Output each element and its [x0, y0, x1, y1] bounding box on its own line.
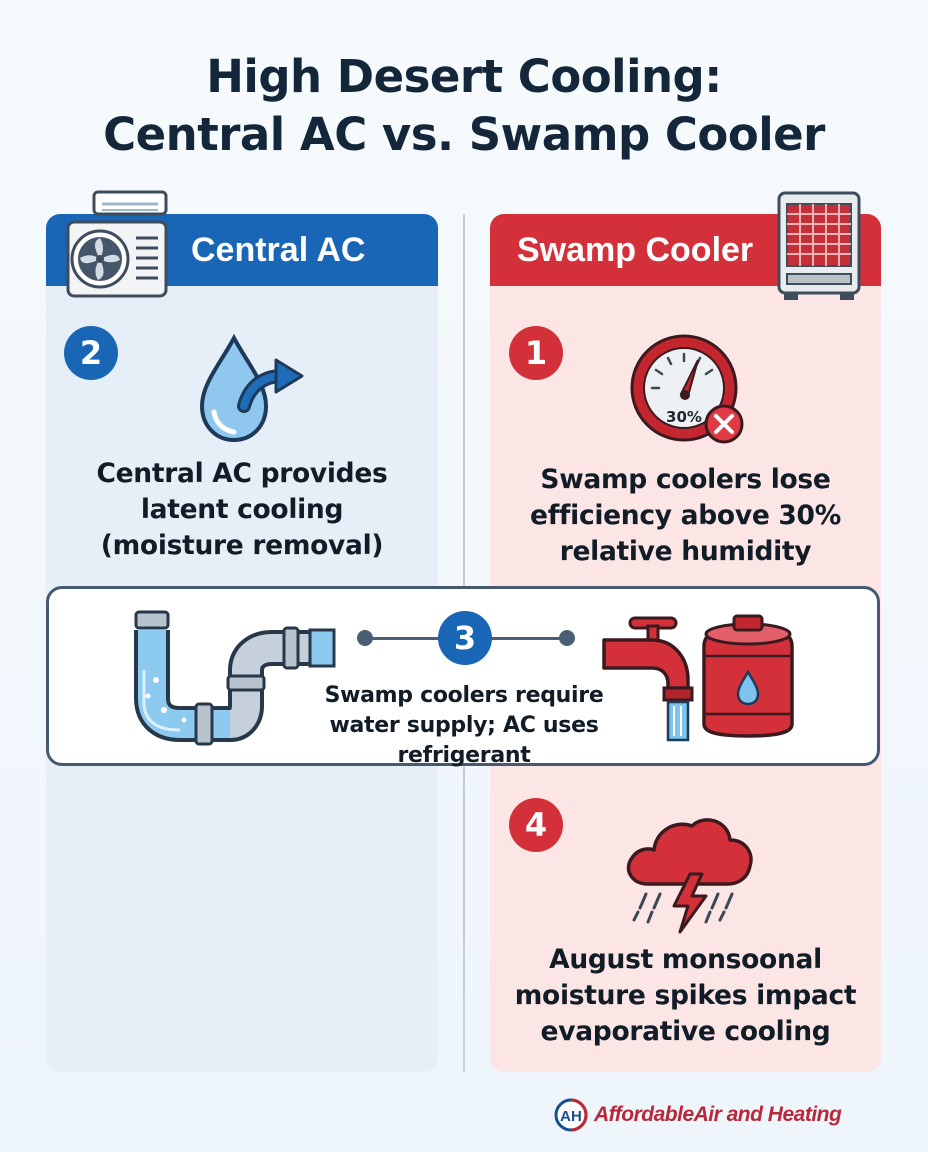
caption-line: water supply; AC uses refrigerant	[329, 713, 599, 768]
water-tank-icon	[702, 614, 794, 738]
title-line-2: Central AC vs. Swamp Cooler	[103, 108, 825, 161]
company-logo: AH AffordableAir and Heating	[554, 1098, 884, 1132]
connector-dot-right	[559, 630, 575, 646]
caption-line: August monsoonal	[549, 944, 822, 975]
logo-mark-text: AH	[560, 1108, 582, 1125]
caption-line: Central AC provides	[96, 458, 388, 489]
humidity-gauge-icon: 30%	[630, 334, 744, 444]
point-badge-2: 2	[64, 326, 118, 380]
gauge-percent-label: 30%	[666, 408, 702, 426]
faucet-icon	[602, 616, 694, 742]
connector-dot-left	[357, 630, 373, 646]
company-logo-mark: AH	[554, 1098, 588, 1132]
caption-line: (moisture removal)	[100, 530, 384, 561]
caption-line: efficiency above 30%	[530, 500, 841, 531]
caption-line: moisture spikes impact	[514, 980, 857, 1011]
water-pipe-icon	[134, 610, 336, 746]
central-ac-caption: Central AC provides latent cooling (mois…	[46, 456, 438, 564]
page-title: High Desert Cooling: Central AC vs. Swam…	[0, 48, 928, 164]
title-line-1: High Desert Cooling:	[206, 50, 722, 103]
company-logo-text: AffordableAir and Heating	[594, 1103, 842, 1126]
caption-line: evaporative cooling	[540, 1016, 831, 1047]
swamp-monsoon-caption: August monsoonal moisture spikes impact …	[490, 942, 881, 1050]
caption-line: Swamp coolers lose	[540, 464, 831, 495]
point-badge-1: 1	[509, 326, 563, 380]
evaporative-cooler-icon	[777, 191, 861, 300]
caption-line: Swamp coolers require	[324, 683, 604, 708]
shared-caption: Swamp coolers require water supply; AC u…	[279, 681, 649, 771]
point-badge-4: 4	[509, 798, 563, 852]
swamp-humidity-caption: Swamp coolers lose efficiency above 30% …	[490, 462, 881, 570]
point-badge-3: 3	[438, 611, 492, 665]
caption-line: latent cooling	[140, 494, 344, 525]
storm-cloud-icon	[626, 818, 753, 934]
swamp-cooler-header-label: Swamp Cooler	[517, 231, 754, 269]
water-drop-arrow-icon	[199, 333, 304, 443]
ac-outdoor-unit-icon	[66, 190, 168, 298]
caption-line: relative humidity	[559, 536, 812, 567]
central-ac-header-label: Central AC	[191, 231, 366, 269]
